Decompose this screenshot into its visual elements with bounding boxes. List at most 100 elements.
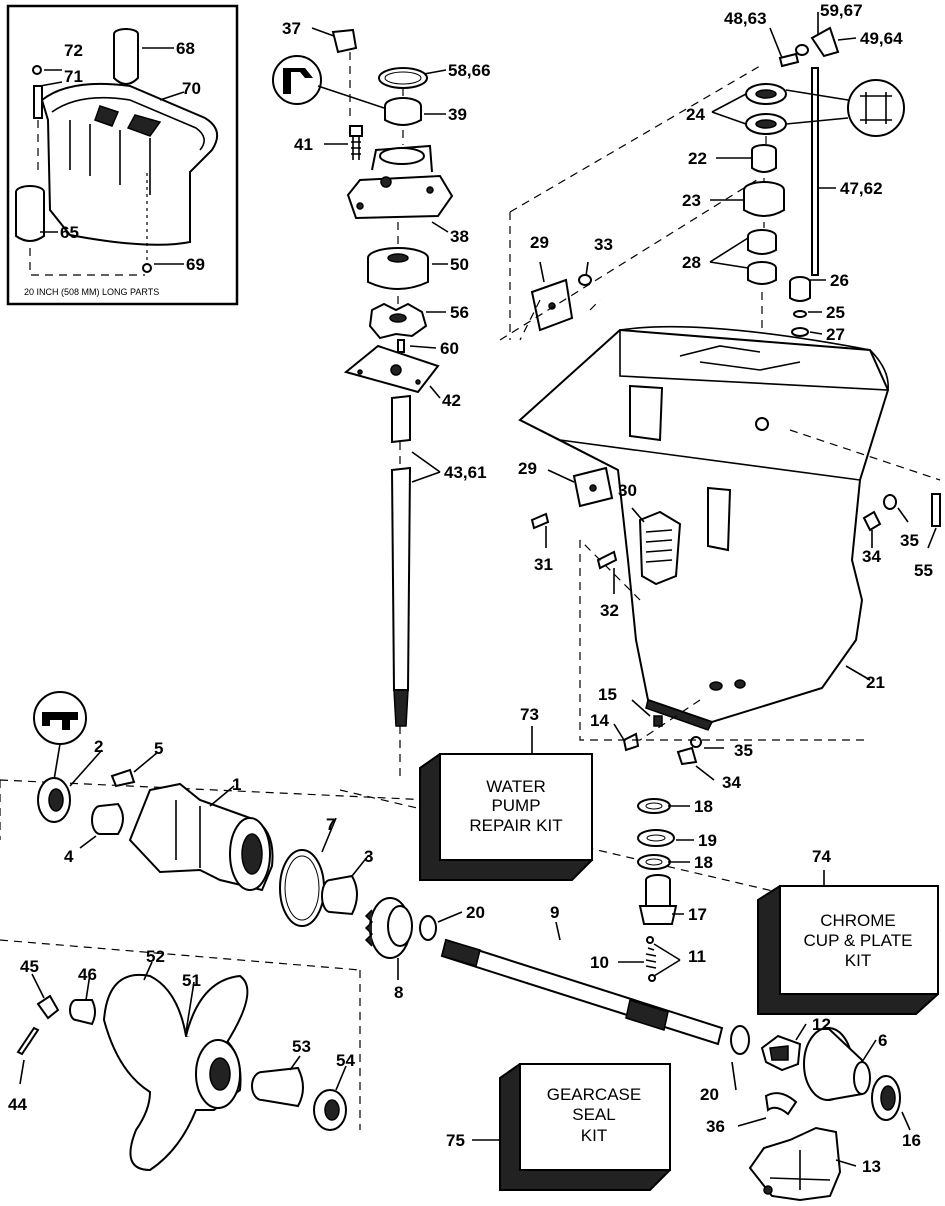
water-pump-parts <box>331 28 454 780</box>
kit-line: WATER <box>486 777 546 796</box>
part-27-washer <box>791 327 809 337</box>
part-68-tube <box>113 28 139 85</box>
part-label: 45 <box>20 957 39 976</box>
part-label: 9 <box>550 903 559 922</box>
kit-line: PUMP <box>491 796 540 815</box>
part-4-bearing <box>91 802 124 835</box>
part-label: 6 <box>878 1031 887 1050</box>
part-label: 46 <box>78 965 97 984</box>
part-label: 74 <box>812 847 831 866</box>
part-label: 7 <box>326 815 335 834</box>
part-label: 60 <box>440 339 459 358</box>
part-label: 20 <box>466 903 485 922</box>
part-1-bearing-carrier <box>128 782 274 892</box>
part-50-impeller-cup <box>367 247 429 290</box>
part-20-washer-a <box>419 915 437 941</box>
part-49-lever <box>810 26 840 58</box>
part-label: 2 <box>94 737 103 756</box>
kit-line: KIT <box>581 1126 607 1145</box>
part-label: 44 <box>8 1095 27 1114</box>
part-65-sleeve <box>15 185 45 242</box>
part-label: 22 <box>688 149 707 168</box>
part-label: 29 <box>518 459 537 478</box>
part-label: 58,66 <box>448 61 491 80</box>
part-label: 35 <box>734 741 753 760</box>
part-label: 13 <box>862 1157 881 1176</box>
part-8-forward-gear <box>364 897 413 959</box>
kit-line: KIT <box>845 951 871 970</box>
part-59-washer <box>795 44 809 56</box>
bearing-detail-callout <box>785 79 905 137</box>
part-54-thrust-washer <box>313 1089 347 1131</box>
part-label: 37 <box>282 19 301 38</box>
part-label: 5 <box>154 739 163 758</box>
kit-line: REPAIR KIT <box>469 816 562 835</box>
part-label: 43,61 <box>444 463 487 482</box>
part-label: 1 <box>232 775 241 794</box>
part-label: 36 <box>706 1117 725 1136</box>
part-17-pinion <box>638 874 678 925</box>
part-36-clip <box>764 1092 798 1116</box>
part-label: 59,67 <box>820 1 863 20</box>
part-53-spacer <box>251 1066 304 1108</box>
part-20-washer-b <box>730 1025 750 1055</box>
chrome-cup-kit-box <box>757 885 939 1015</box>
part-42-plate <box>343 344 440 394</box>
part-label: 28 <box>682 253 701 272</box>
part-label: 12 <box>812 1015 831 1034</box>
seal-detail-callout <box>272 55 385 109</box>
part-18-19-washers <box>637 798 675 870</box>
part-label: 35 <box>900 531 919 550</box>
part-60-pin <box>397 339 405 353</box>
part-label: 20 <box>700 1085 719 1104</box>
kit-line: CHROME <box>820 911 896 930</box>
leader-lines <box>19 12 937 1167</box>
part-5-screw <box>110 768 136 788</box>
part-label: 21 <box>866 673 885 692</box>
part-21-gearcase-housing <box>518 325 890 731</box>
kit-line: SEAL <box>572 1105 615 1124</box>
part-52-propeller <box>102 974 249 1172</box>
part-label: 56 <box>450 303 469 322</box>
part-45-nut <box>36 994 60 1020</box>
part-label: 29 <box>530 233 549 252</box>
part-39-seal <box>384 97 422 126</box>
part-46-spacer <box>69 999 96 1026</box>
part-44-cotter-pin <box>16 1026 40 1056</box>
part-71-pin <box>33 85 43 119</box>
part-33-nut <box>578 274 592 286</box>
part-label: 75 <box>446 1131 465 1150</box>
chrome-cup-kit-label: CHROME CUP & PLATE KIT <box>804 911 913 970</box>
water-pump-kit-box <box>419 753 593 881</box>
part-31-screw <box>530 512 550 530</box>
part-24-bearings <box>745 83 787 135</box>
seal-callout-2 <box>33 691 87 781</box>
long-parts-inset <box>6 4 239 306</box>
part-16-bearing <box>871 1075 901 1121</box>
part-label: 55 <box>914 561 933 580</box>
part-label: 54 <box>336 1051 355 1070</box>
part-47-shift-rod <box>811 67 819 276</box>
part-label: 72 <box>64 41 83 60</box>
part-38-pump-housing <box>346 144 454 220</box>
part-25-ring <box>793 310 807 318</box>
part-70-exhaust-housing <box>40 82 219 246</box>
part-label: 47,62 <box>840 179 883 198</box>
part-32-screw <box>596 550 618 570</box>
part-28-bearings <box>747 229 777 285</box>
part-22-bushing <box>751 144 777 173</box>
part-label: 18 <box>694 797 713 816</box>
part-label: 14 <box>590 711 609 730</box>
part-2-seal <box>37 777 71 823</box>
part-label: 11 <box>688 947 706 966</box>
part-label: 27 <box>826 325 845 344</box>
part-6-reverse-gear <box>803 1027 871 1101</box>
part-label: 24 <box>686 105 705 124</box>
part-label: 23 <box>682 191 701 210</box>
part-label: 48,63 <box>724 9 767 28</box>
part-label: 4 <box>64 847 74 866</box>
part-label: 26 <box>830 271 849 290</box>
part-label: 32 <box>600 601 619 620</box>
part-label: 52 <box>146 947 165 966</box>
part-37-grommet <box>331 28 358 54</box>
